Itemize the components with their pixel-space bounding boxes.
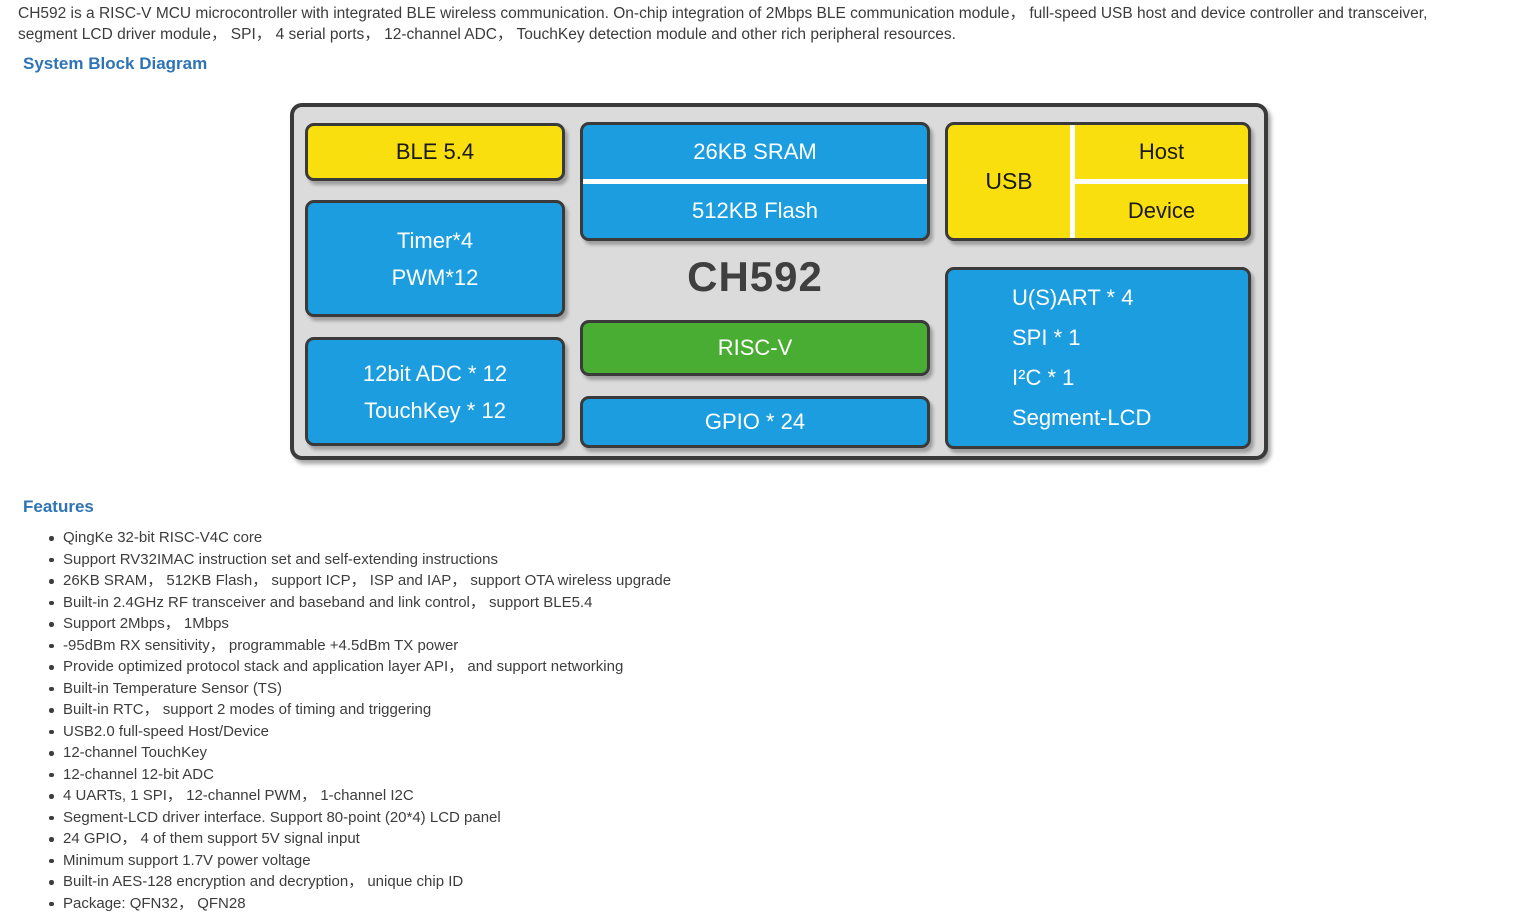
feature-item: Built-in Temperature Sensor (TS): [48, 678, 671, 700]
usb-host-cell: Host: [1138, 139, 1185, 164]
periph-spi-line: SPI * 1: [1012, 325, 1081, 350]
block-gpio-label: GPIO * 24: [704, 409, 806, 434]
usb-label-cell: USB: [985, 168, 1033, 194]
feature-item: 26KB SRAM， 512KB Flash， support ICP， ISP…: [48, 570, 671, 592]
feature-item: 12-channel TouchKey: [48, 742, 671, 764]
feature-item: Provide optimized protocol stack and app…: [48, 656, 671, 678]
system-block-diagram: BLE 5.4 Timer*4 PWM*12 12bit ADC * 12 To…: [290, 103, 1268, 460]
block-riscv-label: RISC-V: [717, 335, 793, 360]
block-timer-pwm: Timer*4 PWM*12: [305, 200, 565, 317]
intro-line-2: segment LCD driver module， SPI， 4 serial…: [18, 25, 956, 43]
block-sram-cell: 26KB SRAM: [693, 139, 817, 164]
feature-item: 12-channel 12-bit ADC: [48, 764, 671, 786]
usb-divider-horizontal: [1075, 179, 1248, 184]
block-adc-line: 12bit ADC * 12: [362, 360, 508, 386]
intro-paragraph: CH592 is a RISC-V MCU microcontroller wi…: [18, 4, 1514, 45]
feature-item: Built-in 2.4GHz RF transceiver and baseb…: [48, 592, 671, 614]
block-ble-label: BLE 5.4: [395, 139, 475, 164]
block-timer-line: Timer*4: [396, 227, 474, 253]
feature-item: Built-in RTC， support 2 modes of timing …: [48, 699, 671, 721]
usb-device-cell: Device: [1127, 198, 1196, 223]
block-riscv-core: RISC-V: [580, 320, 930, 376]
feature-item: QingKe 32-bit RISC-V4C core: [48, 527, 671, 549]
block-adc-touchkey: 12bit ADC * 12 TouchKey * 12: [305, 337, 565, 446]
periph-i2c-line: I²C * 1: [1012, 365, 1075, 390]
feature-item: 4 UARTs, 1 SPI， 12-channel PWM， 1-channe…: [48, 785, 671, 807]
chip-name-label: CH592: [687, 253, 823, 300]
usb-divider-vertical: [1070, 125, 1075, 238]
block-usb: USB Host Device: [945, 122, 1251, 241]
feature-item: -95dBm RX sensitivity， programmable +4.5…: [48, 635, 671, 657]
feature-item: Segment-LCD driver interface. Support 80…: [48, 807, 671, 829]
usb-modes: Host Device: [1075, 125, 1248, 238]
feature-item: 24 GPIO， 4 of them support 5V signal inp…: [48, 828, 671, 850]
feature-item: USB2.0 full-speed Host/Device: [48, 721, 671, 743]
block-pwm-line: PWM*12: [391, 264, 479, 290]
intro-line-1: CH592 is a RISC-V MCU microcontroller wi…: [18, 5, 1428, 22]
block-touchkey-line: TouchKey * 12: [364, 397, 506, 423]
block-gpio: GPIO * 24: [580, 396, 930, 448]
feature-item: Built-in AES-128 encryption and decrypti…: [48, 871, 671, 893]
periph-usart-line: U(S)ART * 4: [1012, 285, 1134, 310]
periph-segment-lcd-line: Segment-LCD: [1012, 405, 1152, 430]
block-peripherals: U(S)ART * 4 SPI * 1 I²C * 1 Segment-LCD: [945, 267, 1251, 449]
memory-divider: [583, 179, 927, 184]
section-heading-system-block-diagram: System Block Diagram: [23, 54, 208, 73]
block-ble: BLE 5.4: [305, 123, 565, 181]
feature-item: Package: QFN32， QFN28: [48, 893, 671, 914]
feature-item: Support 2Mbps， 1Mbps: [48, 613, 671, 635]
features-list: QingKe 32-bit RISC-V4C core Support RV32…: [48, 527, 671, 914]
feature-item: Minimum support 1.7V power voltage: [48, 850, 671, 872]
section-heading-features: Features: [23, 497, 94, 516]
block-memory: 26KB SRAM 512KB Flash: [580, 122, 930, 241]
block-flash-cell: 512KB Flash: [692, 198, 818, 223]
feature-item: Support RV32IMAC instruction set and sel…: [48, 549, 671, 571]
